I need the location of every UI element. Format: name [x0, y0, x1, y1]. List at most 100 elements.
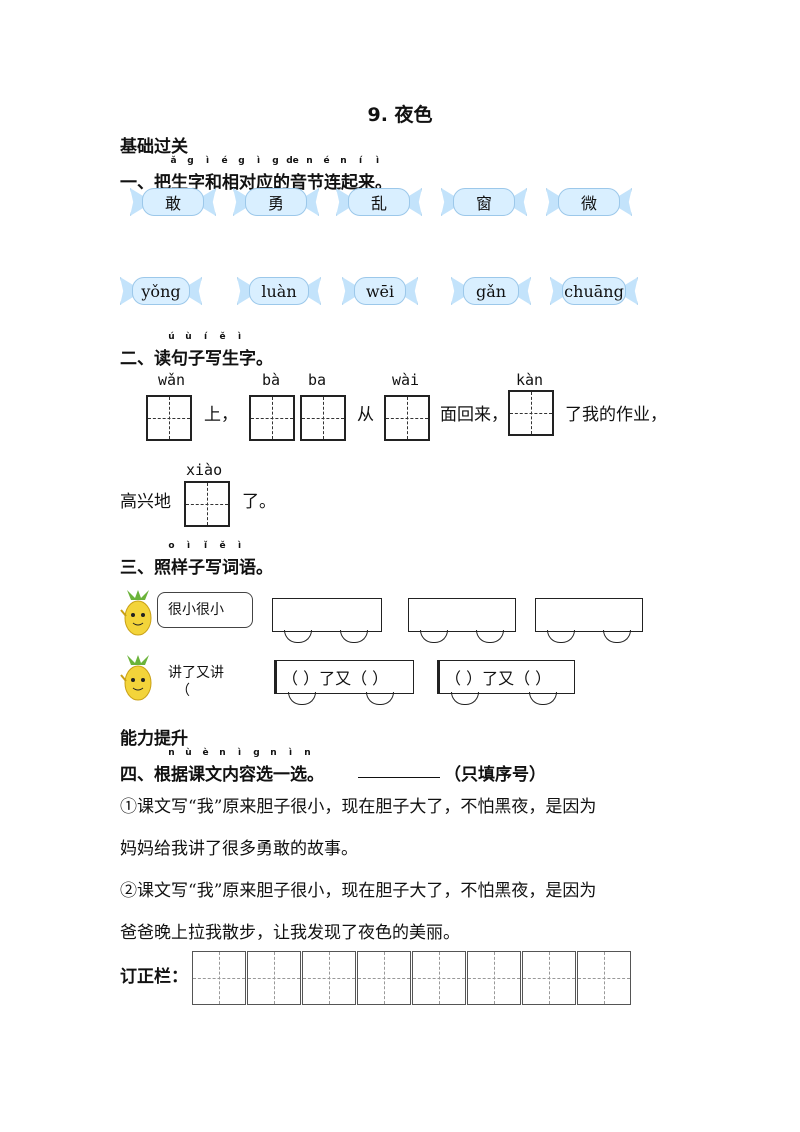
- write-box-wai[interactable]: [384, 395, 430, 441]
- heading-pinyin: g: [187, 156, 194, 166]
- answer-blank[interactable]: [358, 757, 440, 778]
- pattern-text-2: （ ）了又（ ）: [445, 669, 552, 688]
- heading-pinyin: ì: [288, 748, 293, 758]
- correction-cell[interactable]: [467, 951, 521, 1005]
- q2-heading: 二、读句子写生字。: [120, 349, 273, 369]
- heading-pinyin: n: [219, 748, 226, 758]
- heading-pinyin: í: [358, 156, 363, 166]
- char-candy-4-text: 窗: [453, 188, 515, 216]
- heading-pinyin: g: [253, 748, 260, 758]
- option-1-line-2: 妈妈给我讲了很多勇敢的故事。: [120, 839, 358, 859]
- pattern-truck-2[interactable]: （ ）了又（ ）: [437, 660, 575, 710]
- heading-pinyin: n: [306, 156, 313, 166]
- option-2-line-2: 爸爸晚上拉我散步，让我发现了夜色的美丽。: [120, 923, 460, 943]
- section-basic: 基础过关: [120, 137, 188, 157]
- option-1-line-1: ①课文写“我”原来胆子很小，现在胆子大了，不怕黑夜，是因为: [120, 797, 597, 817]
- char-candy-2[interactable]: 勇: [233, 187, 319, 217]
- pinyin-kan: kàn: [516, 371, 544, 389]
- pineapple-mascot-icon: [120, 590, 152, 636]
- heading-pinyin: g: [272, 156, 279, 166]
- heading-pinyin: ì: [186, 541, 191, 551]
- correction-cell[interactable]: [412, 951, 466, 1005]
- sentence-text-6: 了。: [242, 492, 276, 512]
- heading-pinyin: n: [304, 748, 311, 758]
- correction-cell[interactable]: [302, 951, 356, 1005]
- correction-cell[interactable]: [577, 951, 631, 1005]
- char-candy-3[interactable]: 乱: [336, 187, 422, 217]
- page-title: 9. 夜色: [367, 104, 433, 126]
- q3-heading: 三、照样子写词语。: [120, 558, 273, 578]
- heading-pinyin: ú: [168, 332, 175, 342]
- char-candy-1[interactable]: 敢: [130, 187, 216, 217]
- write-box-xiao[interactable]: [184, 481, 230, 527]
- heading-pinyin: ě: [219, 541, 226, 551]
- char-candy-2-text: 勇: [245, 188, 307, 216]
- heading-pinyin: í: [203, 332, 208, 342]
- sentence-text-4: 了我的作业，: [565, 405, 667, 425]
- pineapple-mascot-icon: [120, 655, 152, 701]
- syllable-candy-1-text: yǒng: [132, 277, 190, 305]
- heading-pinyin: ǎ: [170, 156, 177, 166]
- char-candy-4[interactable]: 窗: [441, 187, 527, 217]
- heading-pinyin: é: [323, 156, 330, 166]
- heading-pinyin: ì: [237, 332, 242, 342]
- heading-pinyin: è: [202, 748, 209, 758]
- heading-pinyin: ù: [185, 332, 192, 342]
- heading-pinyin: ǐ: [203, 541, 208, 551]
- answer-truck-1[interactable]: [272, 598, 382, 648]
- syllable-candy-3-text: wēi: [354, 277, 406, 305]
- heading-pinyin: de: [286, 156, 299, 166]
- heading-pinyin: n: [168, 748, 175, 758]
- correction-cell[interactable]: [357, 951, 411, 1005]
- correction-grid[interactable]: [192, 951, 632, 1005]
- heading-pinyin: ì: [237, 748, 242, 758]
- syllable-candy-4[interactable]: gǎn: [451, 276, 531, 306]
- char-candy-5[interactable]: 微: [546, 187, 632, 217]
- pinyin-wan: wǎn: [158, 371, 186, 389]
- heading-pinyin: ì: [256, 156, 261, 166]
- syllable-candy-2[interactable]: luàn: [237, 276, 321, 306]
- sentence-text-5: 高兴地: [120, 492, 171, 512]
- pattern-text-1: （ ）了又（ ）: [282, 669, 389, 688]
- char-candy-3-text: 乱: [348, 188, 410, 216]
- example-label-2: 讲了又讲: [168, 665, 224, 681]
- correction-cell[interactable]: [192, 951, 246, 1005]
- heading-pinyin: ì: [237, 541, 242, 551]
- option-2-line-1: ②课文写“我”原来胆子很小，现在胆子大了，不怕黑夜，是因为: [120, 881, 597, 901]
- syllable-candy-5[interactable]: chuāng: [550, 276, 638, 306]
- heading-pinyin: n: [340, 156, 347, 166]
- heading-pinyin: n: [270, 748, 277, 758]
- section-ability: 能力提升: [120, 729, 188, 749]
- example-paren: （: [176, 683, 190, 699]
- q4-note: （只填序号）: [444, 765, 546, 785]
- syllable-candy-2-text: luàn: [249, 277, 309, 305]
- answer-truck-3[interactable]: [535, 598, 643, 648]
- heading-pinyin: ù: [185, 748, 192, 758]
- syllable-candy-4-text: gǎn: [463, 277, 519, 305]
- pattern-truck-1[interactable]: （ ）了又（ ）: [274, 660, 414, 710]
- sentence-text-3: 面回来，: [440, 405, 508, 425]
- write-box-ba2[interactable]: [300, 395, 346, 441]
- correction-cell[interactable]: [247, 951, 301, 1005]
- sentence-text-2: 从: [357, 405, 374, 425]
- write-box-wan[interactable]: [146, 395, 192, 441]
- sentence-text-1: 上，: [204, 405, 238, 425]
- char-candy-5-text: 微: [558, 188, 620, 216]
- example-bubble-1: 很小很小: [157, 592, 253, 628]
- write-box-ba1[interactable]: [249, 395, 295, 441]
- pinyin-xiao: xiào: [186, 461, 223, 479]
- char-candy-1-text: 敢: [142, 188, 204, 216]
- q4-heading: 四、根据课文内容选一选。: [120, 765, 324, 785]
- answer-truck-2[interactable]: [408, 598, 516, 648]
- write-box-kan[interactable]: [508, 390, 554, 436]
- heading-pinyin: ì: [205, 156, 210, 166]
- syllable-candy-1[interactable]: yǒng: [120, 276, 202, 306]
- syllable-candy-3[interactable]: wēi: [342, 276, 418, 306]
- correction-cell[interactable]: [522, 951, 576, 1005]
- syllable-candy-5-text: chuāng: [562, 277, 626, 305]
- heading-pinyin: ì: [375, 156, 380, 166]
- pinyin-wai: wài: [392, 371, 420, 389]
